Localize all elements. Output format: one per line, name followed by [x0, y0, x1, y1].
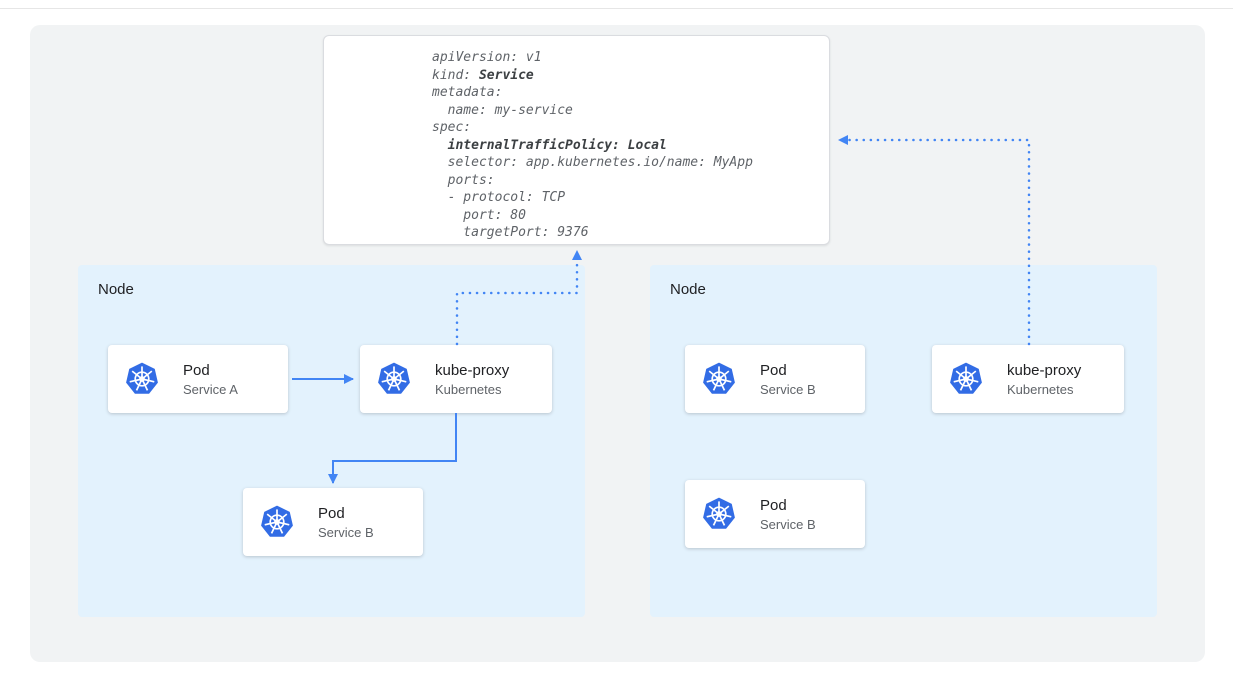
yaml-line-text: - protocol: TCP — [432, 190, 566, 205]
card-subtitle: Service A — [183, 381, 238, 397]
pod-service-b-card-right-bottom: Pod Service B — [685, 480, 865, 548]
card-text: Pod Service B — [760, 362, 816, 397]
yaml-line-text: kind: — [432, 67, 479, 83]
card-title: Pod — [318, 504, 345, 522]
yaml-line-bold-text: Service — [478, 67, 534, 83]
kubernetes-icon — [125, 362, 159, 396]
kubernetes-icon — [949, 362, 983, 396]
kube-proxy-card-right: kube-proxy Kubernetes — [932, 345, 1124, 413]
pod-service-b-card-right-top: Pod Service B — [685, 345, 865, 413]
yaml-line: apiVersion: v1 — [432, 49, 829, 67]
yaml-line-text: targetPort: 9376 — [432, 225, 589, 240]
yaml-line-text: ports: — [432, 172, 495, 188]
card-text: kube-proxy Kubernetes — [1007, 362, 1081, 397]
card-subtitle: Kubernetes — [1007, 381, 1074, 397]
card-subtitle: Kubernetes — [435, 381, 502, 397]
card-title: Pod — [760, 496, 787, 514]
kubernetes-icon — [702, 497, 736, 531]
pod-service-a-card: Pod Service A — [108, 345, 288, 413]
yaml-line: - protocol: TCP — [432, 189, 829, 207]
yaml-line: targetPort: 9376 — [432, 224, 829, 242]
yaml-line: selector: app.kubernetes.io/name: MyApp — [432, 154, 829, 172]
yaml-line-text — [432, 138, 448, 153]
card-text: Pod Service A — [183, 362, 238, 397]
card-title: Pod — [183, 361, 210, 379]
node-label: Node — [98, 281, 134, 298]
top-divider — [0, 8, 1233, 9]
yaml-line-bold-text: internalTrafficPolicy: Local — [447, 137, 667, 153]
yaml-line-text: port: 80 — [432, 207, 526, 223]
pod-service-b-card-left: Pod Service B — [243, 488, 423, 556]
yaml-line-text: name: my-service — [432, 102, 573, 118]
yaml-line: metadata: — [432, 84, 829, 102]
card-title: kube-proxy — [435, 361, 510, 379]
yaml-line: ports: — [432, 172, 829, 190]
card-text: Pod Service B — [318, 505, 374, 540]
kubernetes-icon — [377, 362, 411, 396]
card-subtitle: Service B — [318, 524, 374, 540]
card-title: Pod — [760, 361, 787, 379]
yaml-line-text: spec: — [432, 120, 472, 135]
yaml-line: port: 80 — [432, 207, 829, 225]
kubernetes-icon — [702, 362, 736, 396]
yaml-line-text: selector: app.kubernetes.io/name: MyApp — [432, 155, 753, 170]
yaml-line: spec: — [432, 119, 829, 137]
card-text: kube-proxy Kubernetes — [435, 362, 509, 397]
kubernetes-icon — [260, 505, 294, 539]
card-subtitle: Service B — [760, 516, 816, 532]
yaml-line: name: my-service — [432, 102, 829, 120]
yaml-line-text: metadata: — [432, 85, 503, 100]
node-box-left: Node Pod Service A kube-proxy Kubernetes… — [78, 265, 585, 617]
card-text: Pod Service B — [760, 497, 816, 532]
yaml-line-text: apiVersion: v1 — [432, 50, 542, 65]
kube-proxy-card-left: kube-proxy Kubernetes — [360, 345, 552, 413]
service-yaml-card: apiVersion: v1 kind: Service metadata: n… — [323, 35, 830, 245]
yaml-line: kind: Service — [432, 67, 829, 85]
node-box-right: Node Pod Service B kube-proxy Kubernetes… — [650, 265, 1157, 617]
yaml-line: internalTrafficPolicy: Local — [432, 137, 829, 155]
node-label: Node — [670, 281, 706, 298]
card-title: kube-proxy — [1007, 361, 1082, 379]
card-subtitle: Service B — [760, 381, 816, 397]
